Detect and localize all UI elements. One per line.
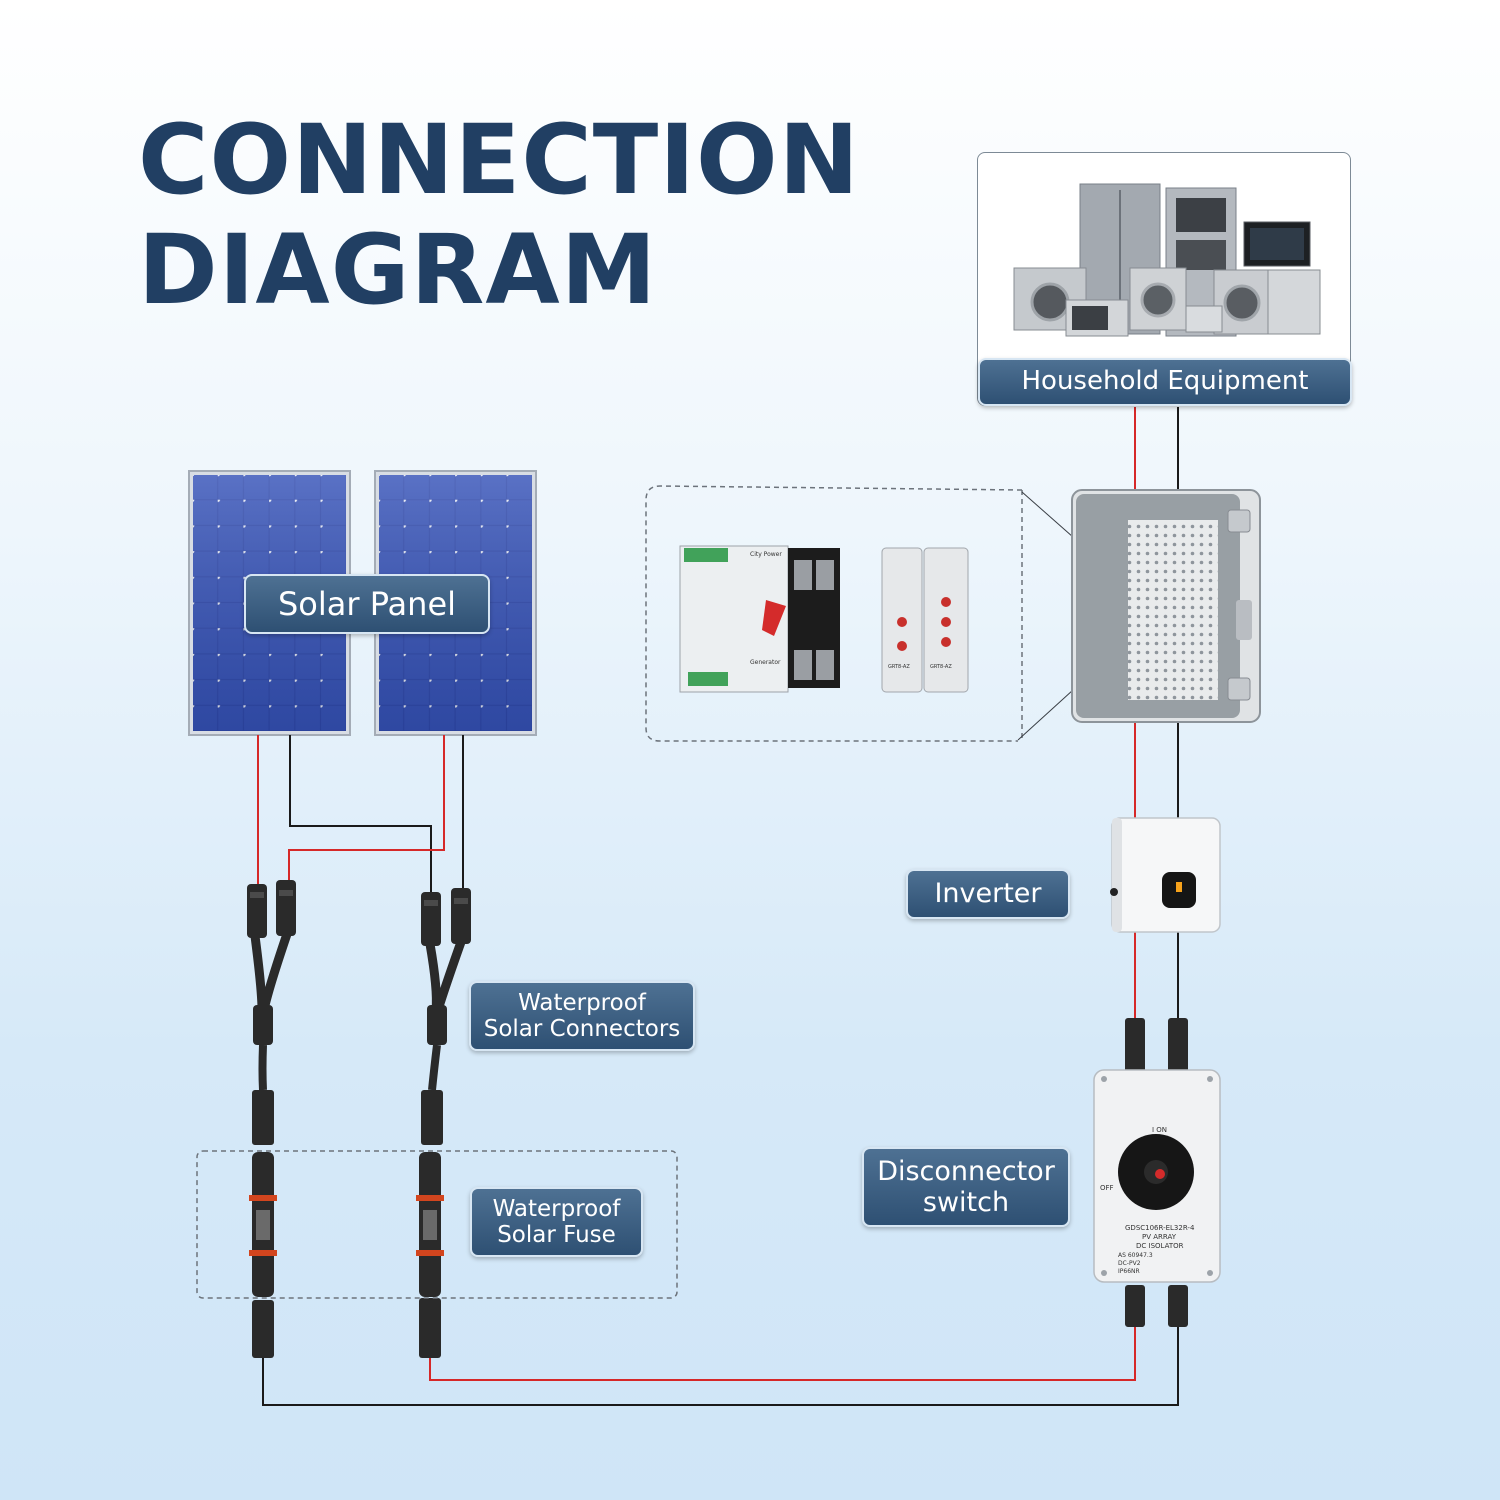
disconnector-switch-label: Disconnector switch (862, 1147, 1070, 1227)
mc4-connector-icon (247, 880, 1188, 1358)
isolator-on-label: I ON (1152, 1126, 1167, 1134)
solar-fuse-label: Waterproof Solar Fuse (470, 1187, 643, 1257)
fuse-holder-icon (196, 1150, 678, 1299)
isolator-dcpv-label: DC-PV2 (1118, 1260, 1141, 1267)
appliances-icon (1013, 183, 1321, 337)
enclosure-icon (1071, 489, 1261, 723)
relay-a-label: GRT8-AZ (888, 664, 910, 670)
isolator-dc-label: DC ISOLATOR (1136, 1242, 1184, 1250)
relay-b-label: GRT8-AZ (930, 664, 952, 670)
household-equipment-label: Household Equipment (978, 358, 1352, 406)
ats-gen-label: Generator (750, 659, 781, 666)
solar-connectors-label: Waterproof Solar Connectors (469, 981, 695, 1051)
isolator-ip-label: IP66NR (1118, 1268, 1140, 1275)
inverter-label: Inverter (906, 869, 1070, 919)
isolator-model-label: GDSC106R-EL32R-4 (1125, 1224, 1195, 1232)
ats-city-label: City Power (750, 551, 782, 558)
ats-switch-icon: City Power Generator (679, 545, 840, 693)
solar-panel-icon (188, 470, 537, 736)
isolator-off-label: OFF (1100, 1184, 1114, 1192)
inverter-icon (1110, 817, 1221, 933)
diagram-title-line2: DIAGRAM (138, 214, 658, 326)
wiring (257, 407, 1179, 1406)
timer-relay-icon: GRT8-AZ GRT8-AZ (881, 547, 969, 693)
isolator-std-label: AS 60947.3 (1118, 1252, 1153, 1259)
isolator-switch-icon: I ON OFF GDSC106R-EL32R-4 PV ARRAY DC IS… (1093, 1069, 1221, 1283)
solar-panel-label: Solar Panel (244, 574, 490, 634)
enclosure-contents: City Power Generator GRT8-AZ GRT8-AZ (645, 485, 1151, 742)
isolator-pv-label: PV ARRAY (1142, 1233, 1177, 1241)
diagram-title-line1: CONNECTION (138, 104, 860, 216)
